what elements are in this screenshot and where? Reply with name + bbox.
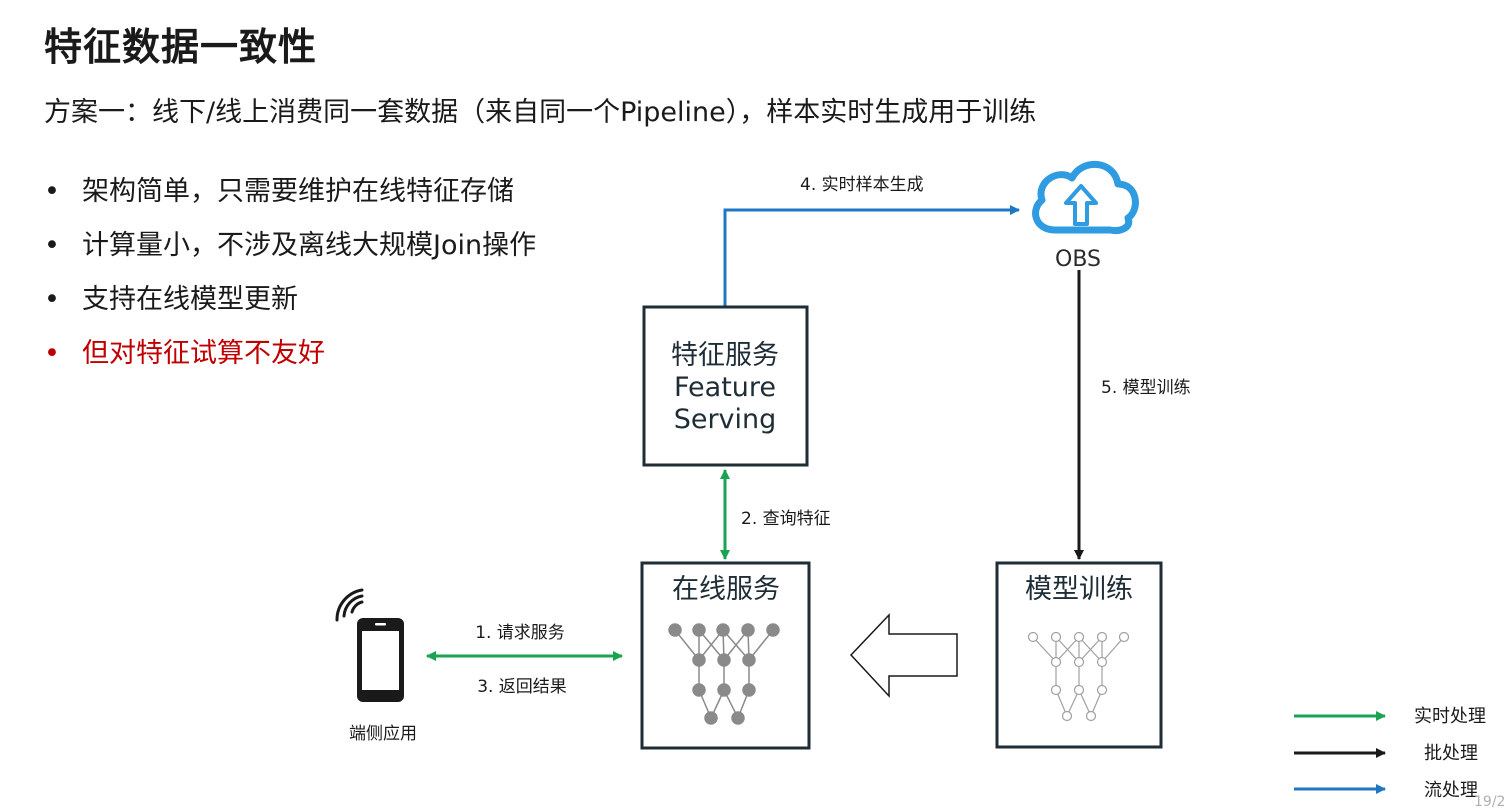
stream-arrow-sample-generation	[723, 205, 1020, 306]
legend: 实时处理 批处理 流处理	[1294, 706, 1486, 801]
legend-stream-label: 流处理	[1424, 780, 1478, 801]
step-3-label: 3. 返回结果	[477, 677, 567, 697]
bullet-dot: •	[44, 284, 60, 315]
bullet-item: • 支持在线模型更新	[44, 278, 536, 332]
neural-network-icon	[668, 623, 780, 725]
bullet-item: • 计算量小，不涉及离线大规模Join操作	[44, 224, 536, 278]
mobile-phone-icon	[335, 588, 404, 702]
model-deploy-hollow-arrow	[849, 613, 958, 698]
feature-serving-title-en-1: Feature	[674, 372, 776, 403]
feature-serving-box	[642, 305, 809, 467]
step-1-label: 1. 请求服务	[475, 623, 565, 643]
feature-serving-title-cn: 特征服务	[671, 340, 779, 371]
bullet-text: 但对特征试算不友好	[82, 338, 325, 369]
bullet-text: 支持在线模型更新	[82, 284, 298, 315]
bullet-list: • 架构简单，只需要维护在线特征存储 • 计算量小，不涉及离线大规模Join操作 •…	[44, 170, 536, 386]
legend-realtime-label: 实时处理	[1414, 706, 1486, 727]
online-service-title: 在线服务	[672, 574, 780, 605]
obs-label: OBS	[1055, 247, 1101, 272]
client-app-label: 端侧应用	[349, 724, 417, 744]
bullet-text: 架构简单，只需要维护在线特征存储	[82, 176, 514, 207]
feature-serving-title-en-2: Serving	[674, 404, 777, 435]
bullet-item-warning: • 但对特征试算不友好	[44, 332, 536, 386]
bullet-dot: •	[44, 230, 60, 261]
step-2-label: 2. 查询特征	[741, 509, 831, 529]
model-training-title: 模型训练	[1025, 574, 1133, 605]
cloud-upload-icon	[1032, 160, 1139, 234]
page-subtitle: 方案一：线下/线上消费同一套数据（来自同一个Pipeline），样本实时生成用于…	[44, 97, 1037, 128]
step-5-label: 5. 模型训练	[1101, 378, 1191, 398]
neural-network-outline-icon	[1027, 631, 1130, 722]
page-title: 特征数据一致性	[44, 25, 318, 69]
page-number: 19/2	[1474, 794, 1506, 810]
bullet-dot: •	[44, 176, 60, 207]
bullet-text: 计算量小，不涉及离线大规模Join操作	[82, 230, 537, 261]
step-4-label: 4. 实时样本生成	[800, 175, 924, 195]
bullet-item: • 架构简单，只需要维护在线特征存储	[44, 170, 536, 224]
bullet-dot: •	[44, 338, 60, 369]
legend-batch-label: 批处理	[1424, 743, 1478, 764]
